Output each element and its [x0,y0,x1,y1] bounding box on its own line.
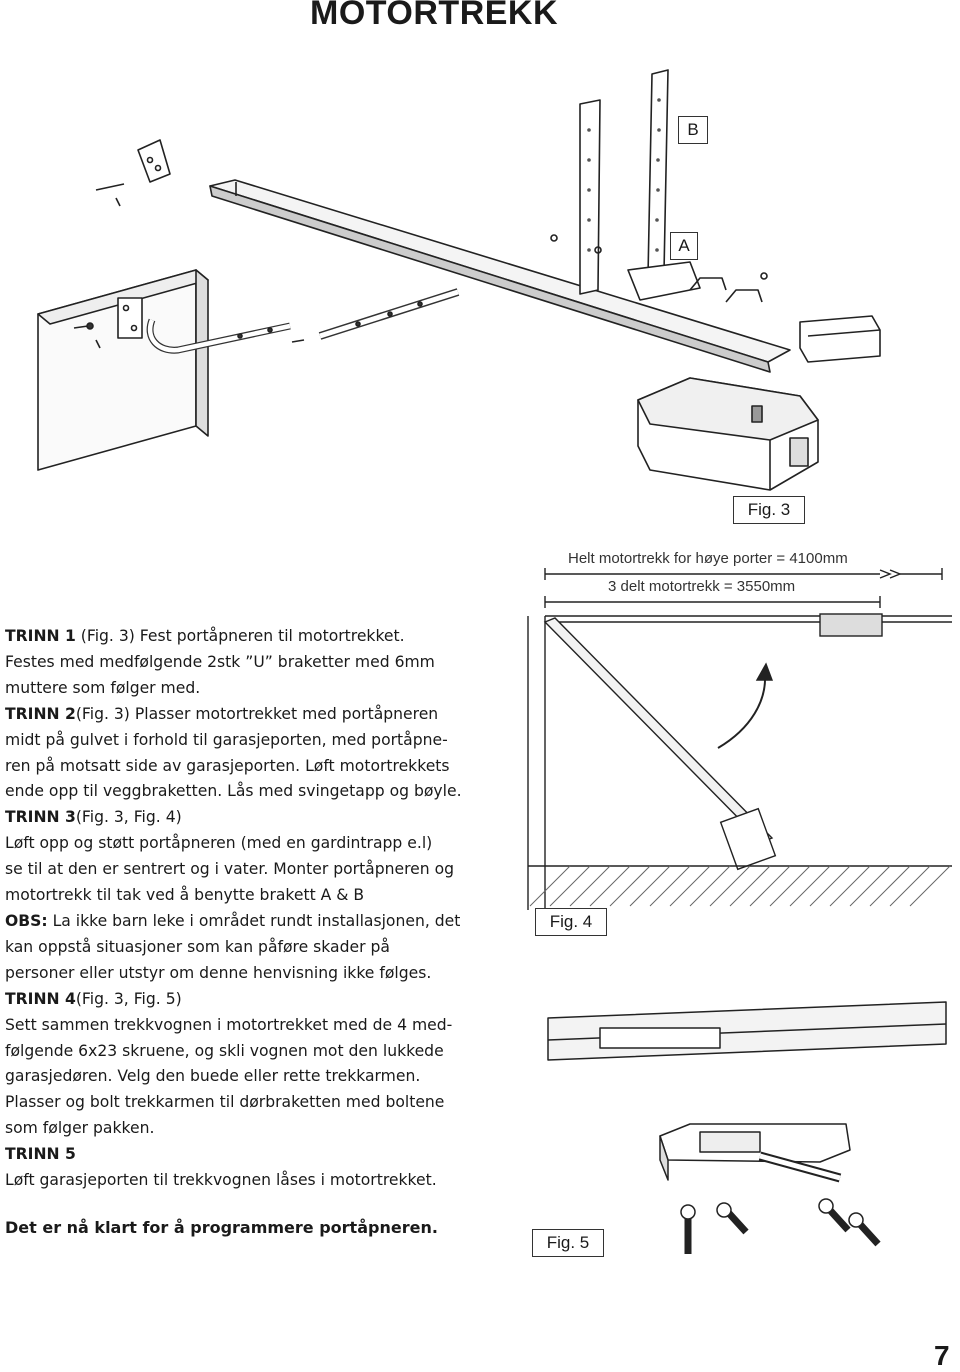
step3-heading: TRINN 3 [5,808,76,827]
step2-line2: midt på gulvet i forhold til garasjeport… [5,730,448,749]
step4-line2: Sett sammen trekkvognen i motortrekket m… [5,1015,453,1034]
step5-line1: TRINN 5 [5,1142,515,1168]
obs-line2: kan oppstå situasjoner som kan påføre sk… [5,937,390,956]
fig5-caption: Fig. 5 [532,1229,604,1257]
step1-line1: TRINN 1 (Fig. 3) Fest portåpneren til mo… [5,627,405,645]
step1-line3: muttere som følger med. [5,678,201,697]
step2-line1: TRINN 2(Fig. 3) Plasser motortrekket med… [5,704,439,723]
step4-line4: garasjedøren. Velg den buede eller rette… [5,1067,421,1086]
step4-line5: Plasser og bolt trekkarmen til dørbraket… [5,1093,445,1112]
step4-line1: TRINN 4(Fig. 3, Fig. 5) [5,989,182,1008]
dim-long-label: Helt motortrekk for høye porter = 4100mm [568,550,848,567]
step1-heading: TRINN 1 [5,627,76,645]
step2-heading: TRINN 2 [5,704,76,723]
fig3-illustration [37,69,881,491]
step5-heading: TRINN 5 [5,1145,76,1164]
step4-line6: som følger pakken. [5,1119,155,1138]
step2-line3: ren på motsatt side av garasjeporten. Lø… [5,756,450,775]
label-a: A [670,232,698,260]
step4-line3: følgende 6x23 skruene, og skli vognen mo… [5,1041,444,1060]
obs-line3: personer eller utstyr om denne henvisnin… [5,963,432,982]
fig3-caption: Fig. 3 [733,496,805,524]
step3-line4: motortrekk til tak ved å benytte brakett… [5,886,365,905]
final-note: Det er nå klart for å programmere portåp… [5,1218,438,1237]
step4-heading: TRINN 4 [5,989,76,1008]
step2-line4: ende opp til veggbraketten. Lås med svin… [5,782,462,801]
instructions-block: TRINN 1 (Fig. 3) Fest portåpneren til mo… [5,624,515,1194]
dim-short-label: 3 delt motortrekk = 3550mm [608,578,796,595]
page-title: MOTORTREKK [310,0,559,32]
step3-line3: se til at den er sentrert og i vater. Mo… [5,860,455,879]
obs-heading: OBS: [5,911,48,930]
step3-line2: Løft opp og støtt portåpneren (med en ga… [5,834,433,853]
obs-line1: OBS: La ikke barn leke i området rundt i… [5,911,461,930]
label-b: B [678,116,708,144]
step1-line2: Festes med medfølgende 2stk ”U” brakette… [5,652,435,671]
step5-line2: Løft garasjeporten til trekkvognen låses… [5,1171,437,1190]
step3-line1: TRINN 3(Fig. 3, Fig. 4) [5,808,182,827]
page-number: 7 [934,1340,950,1371]
fig4-caption: Fig. 4 [535,908,607,936]
